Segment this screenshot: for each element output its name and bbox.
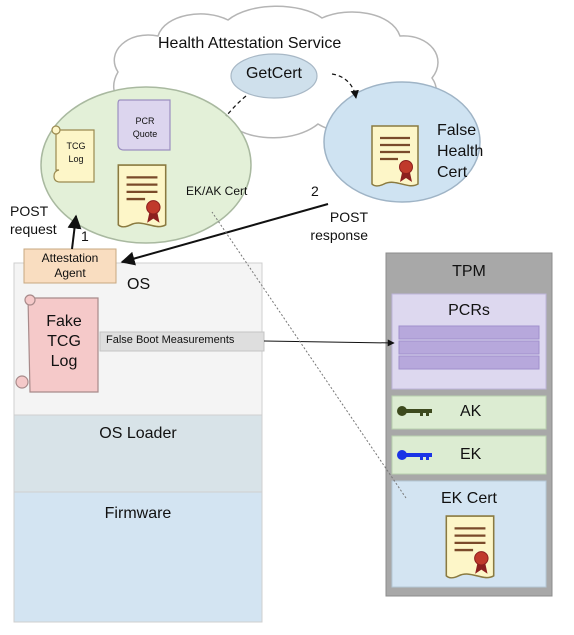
cloud-title: Health Attestation Service xyxy=(158,35,342,52)
ak-key-icon xyxy=(397,406,432,416)
pcr-quote-card-icon xyxy=(117,99,171,151)
fake-tcg-log-scroll-icon xyxy=(15,294,99,393)
pcr-bands xyxy=(398,325,540,370)
firmware-layer xyxy=(13,491,263,623)
step-1-label: 1 xyxy=(81,228,89,244)
false-boot-measurements-arrow xyxy=(263,339,395,347)
ek-cert-dotted-link xyxy=(211,211,407,499)
getcert-dashed-arrow-left xyxy=(225,95,247,117)
firmware-label: Firmware xyxy=(104,505,172,522)
tpm-title: TPM xyxy=(452,263,486,280)
false-health-certificate-icon xyxy=(370,124,420,187)
post-request-arrow xyxy=(67,214,82,250)
tpm-ek-label: EK xyxy=(460,446,482,463)
post-response-arrow xyxy=(120,203,329,266)
tcg-log-scroll-icon xyxy=(51,125,95,183)
os-loader-label: OS Loader xyxy=(99,425,177,442)
os-label: OS xyxy=(127,276,151,293)
step-2-label: 2 xyxy=(311,183,319,199)
tpm-ek-cert-label: EK Cert xyxy=(440,490,497,507)
getcert-label: GetCert xyxy=(245,65,302,82)
attestation-agent-box xyxy=(23,248,117,284)
getcert-dashed-arrow-right xyxy=(331,73,359,99)
false-boot-measurements-label: False Boot Measurements xyxy=(106,334,235,346)
ek-ak-certificate-icon xyxy=(117,163,167,228)
tpm-pcrs-label: PCRs xyxy=(448,302,490,319)
ek-certificate-icon xyxy=(445,514,495,579)
os-loader-layer xyxy=(13,414,263,493)
tpm-ak-label: AK xyxy=(460,403,482,420)
ek-key-icon xyxy=(397,450,432,460)
getcert-bubble xyxy=(230,53,318,99)
ek-ak-cert-label: EK/AK Cert xyxy=(186,184,248,198)
